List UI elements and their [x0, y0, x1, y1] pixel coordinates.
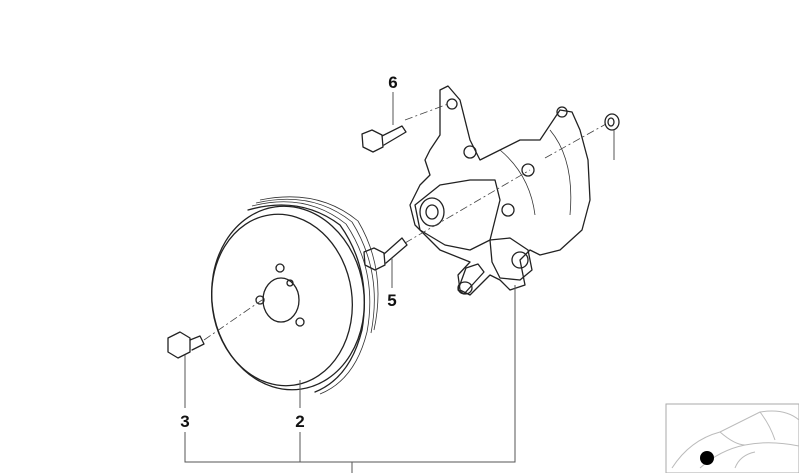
- pump-bolt-upper[interactable]: [361, 125, 407, 153]
- pulley[interactable]: [200, 196, 379, 399]
- location-marker-dot: [700, 451, 714, 465]
- washer[interactable]: [604, 113, 620, 131]
- callout-3[interactable]: 3: [180, 412, 189, 431]
- callout-4[interactable]: 5: [387, 291, 396, 310]
- callout-5[interactable]: 6: [388, 73, 397, 92]
- assembly-bracket: [184, 285, 516, 473]
- pulley-bolt[interactable]: [167, 299, 263, 359]
- callout-2[interactable]: 2: [295, 412, 304, 431]
- power-steering-pump[interactable]: [404, 85, 607, 296]
- pump-bolt-lower[interactable]: [363, 237, 408, 271]
- vehicle-location-thumbnail[interactable]: [665, 403, 799, 473]
